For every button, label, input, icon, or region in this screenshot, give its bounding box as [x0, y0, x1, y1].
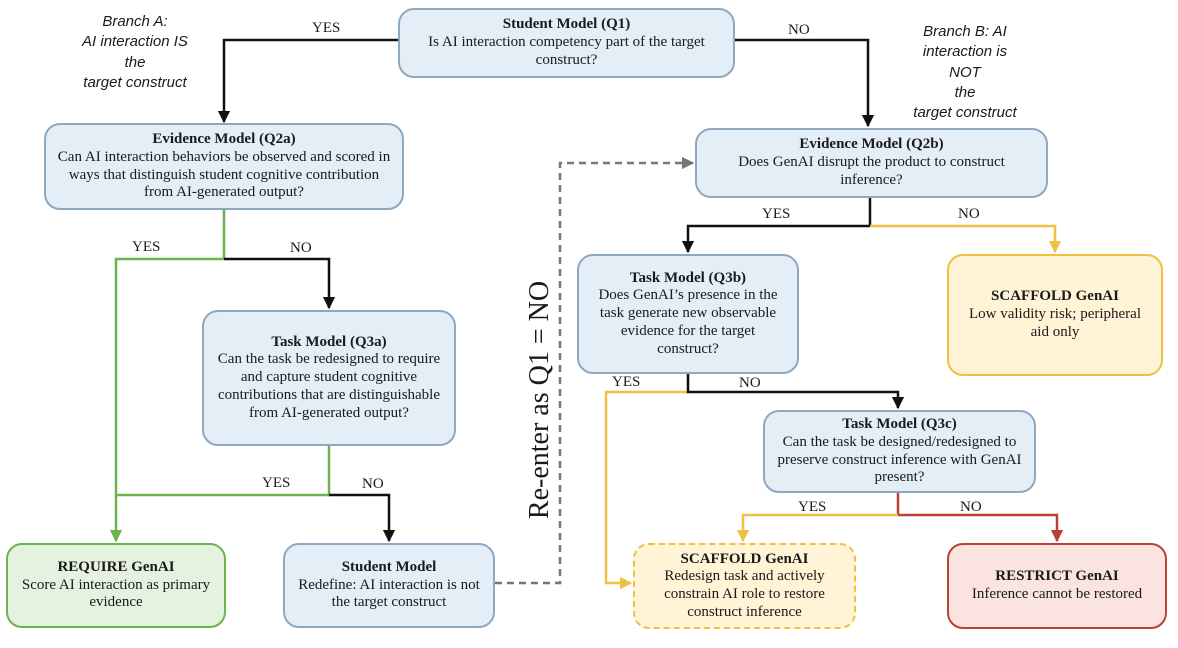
- branch-b-annotation: Branch B: AI interaction is NOT the targ…: [895, 22, 1035, 123]
- node-q1-student-model: Student Model (Q1) Is AI interaction com…: [398, 8, 735, 78]
- node-body: Low validity risk; peripheral aid only: [968, 306, 1142, 340]
- node-body: Redefine: AI interaction is not the targ…: [298, 576, 480, 611]
- node-title: Task Model (Q3c): [842, 416, 957, 433]
- edge-q3b-no: [686, 374, 905, 410]
- node-title: RESTRICT GenAI: [995, 568, 1119, 585]
- edge-q3a-yes: [116, 446, 331, 497]
- node-title: Task Model (Q3a): [271, 333, 387, 350]
- node-body: Can the task be redesigned to require an…: [217, 351, 441, 421]
- branch-b-line: interaction is: [922, 43, 1008, 61]
- reenter-label: Re-enter as Q1 = NO: [524, 280, 555, 520]
- node-q3c-task-model: Task Model (Q3c) Can the task be designe…: [763, 410, 1036, 493]
- node-title: SCAFFOLD GenAI: [991, 288, 1119, 305]
- node-restrict-genai: RESTRICT GenAI Inference cannot be resto…: [947, 543, 1167, 629]
- node-q2a-evidence-model: Evidence Model (Q2a) Can AI interaction …: [44, 123, 404, 210]
- edge-label-q3c-no: NO: [960, 499, 982, 515]
- node-body: Inference cannot be restored: [971, 586, 1143, 602]
- edge-label-q1-yes: YES: [312, 20, 341, 36]
- branch-a-line: AI interaction IS: [82, 33, 188, 51]
- edge-label-q3a-no: NO: [362, 476, 384, 492]
- branch-b-line: the: [954, 83, 976, 101]
- node-title: Evidence Model (Q2a): [152, 131, 296, 148]
- edge-label-q2a-yes: YES: [132, 239, 161, 255]
- branch-b-line: Branch B: AI: [923, 23, 1007, 40]
- edge-q2b-no: [870, 224, 1062, 254]
- branch-b-line: NOT: [949, 63, 981, 81]
- node-body: Redesign task and actively constrain AI …: [664, 568, 825, 620]
- edge-q3a-no: [329, 493, 396, 543]
- edge-label-q1-no: NO: [788, 22, 810, 38]
- edge-label-q3b-no: NO: [739, 375, 761, 391]
- node-body: Does GenAI disrupt the product to constr…: [738, 154, 1005, 188]
- branch-a-line: Branch A:: [102, 13, 168, 30]
- node-title: SCAFFOLD GenAI: [680, 550, 809, 567]
- branch-a-line: the: [124, 53, 146, 71]
- node-q2b-evidence-model: Evidence Model (Q2b) Does GenAI disrupt …: [695, 128, 1048, 198]
- branch-b-line: target construct: [913, 104, 1017, 121]
- node-body: Does GenAI’s presence in the task genera…: [598, 287, 778, 357]
- node-title: Evidence Model (Q2b): [799, 136, 944, 153]
- node-title: REQUIRE GenAI: [57, 558, 175, 575]
- edge-label-q3c-yes: YES: [798, 499, 827, 515]
- node-title: Task Model (Q3b): [629, 269, 747, 286]
- edge-q1-yes: [217, 38, 398, 124]
- edge-label-q3a-yes: YES: [262, 475, 291, 491]
- node-scaffold-genai-redesign: SCAFFOLD GenAI Redesign task and activel…: [633, 543, 856, 629]
- node-q3a-task-model: Task Model (Q3a) Can the task be redesig…: [202, 310, 456, 446]
- node-q3b-task-model: Task Model (Q3b) Does GenAI’s presence i…: [577, 254, 799, 374]
- node-require-genai: REQUIRE GenAI Score AI interaction as pr…: [6, 543, 226, 628]
- edge-label-q2b-yes: YES: [762, 206, 791, 222]
- edge-q1-no: [735, 38, 875, 128]
- node-title: Student Model: [341, 558, 437, 575]
- node-student-model-redefine: Student Model Redefine: AI interaction i…: [283, 543, 495, 628]
- node-body: Can the task be designed/redesigned to p…: [777, 433, 1022, 486]
- edge-label-q2a-no: NO: [290, 240, 312, 256]
- edge-q3c-no: [898, 513, 1064, 543]
- edge-q2b-yes: [681, 224, 870, 254]
- edge-label-q2b-no: NO: [958, 206, 980, 222]
- node-scaffold-genai-low-risk: SCAFFOLD GenAI Low validity risk; periph…: [947, 254, 1163, 376]
- node-title: Student Model (Q1): [502, 16, 631, 33]
- branch-a-line: target construct: [83, 73, 187, 91]
- node-body: Score AI interaction as primary evidence: [21, 576, 211, 611]
- edge-q3c-yes: [736, 513, 898, 543]
- node-body: Is AI interaction competency part of the…: [428, 34, 705, 68]
- edge-label-q3b-yes: YES: [612, 374, 641, 390]
- branch-a-annotation: Branch A: AI interaction IS the target c…: [60, 12, 210, 93]
- edge-q2a-yes: [109, 210, 226, 543]
- node-body: Can AI interaction behaviors be observed…: [57, 148, 391, 201]
- edge-q2a-no: [224, 257, 336, 310]
